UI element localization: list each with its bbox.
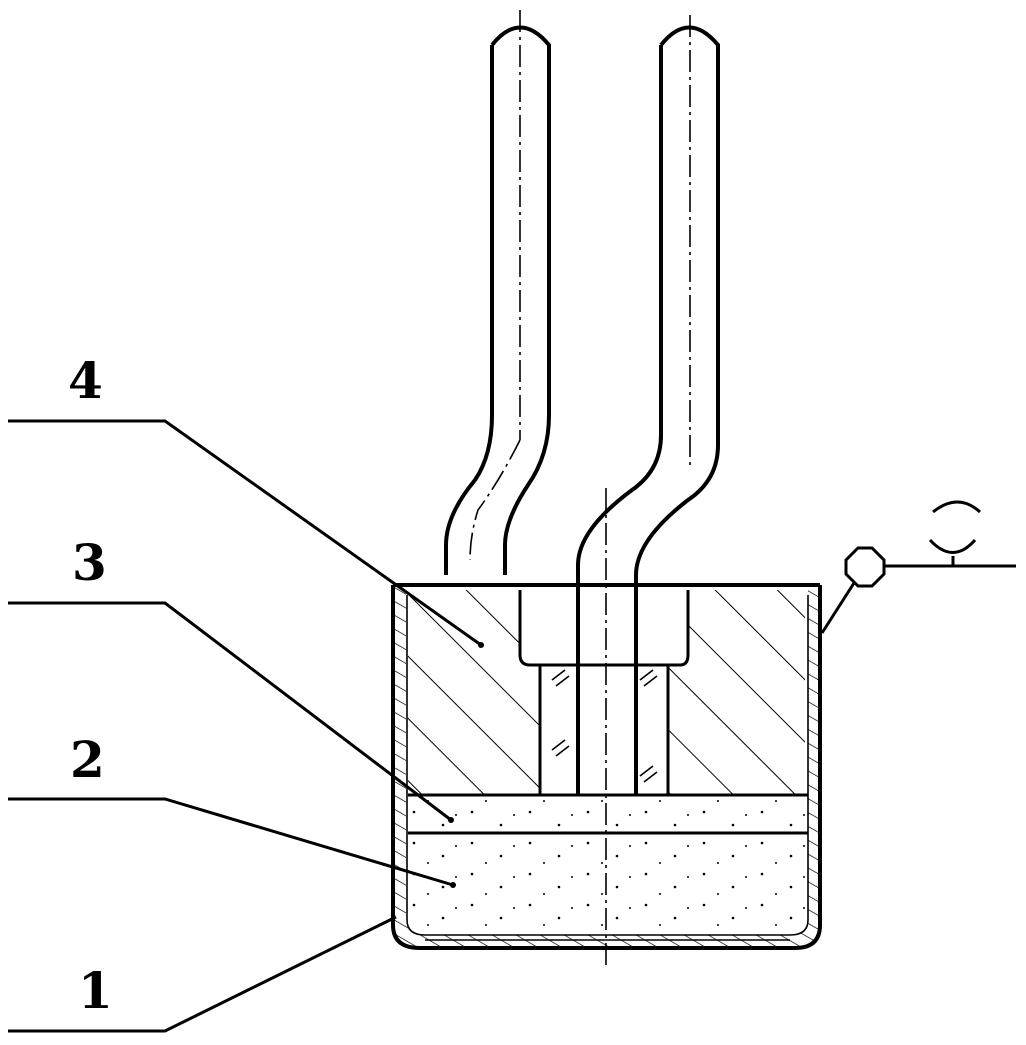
part-label-2: 2 (70, 730, 105, 789)
left-lead-wire (444, 10, 551, 575)
bore-filler-marks (551, 669, 658, 783)
part-label-3: 3 (72, 533, 107, 592)
part-label-1: 1 (78, 961, 113, 1020)
middle-layer (408, 793, 808, 835)
detail-marker (820, 500, 1016, 634)
part-label-4: 4 (68, 351, 103, 410)
insulation-block (408, 590, 805, 795)
leader-lines (8, 419, 484, 1033)
leader-line-4 (8, 419, 482, 647)
leader-line-3 (8, 601, 452, 822)
core-layer (408, 835, 808, 933)
leader-line-2 (8, 797, 454, 887)
leader-line-1 (8, 915, 397, 1033)
